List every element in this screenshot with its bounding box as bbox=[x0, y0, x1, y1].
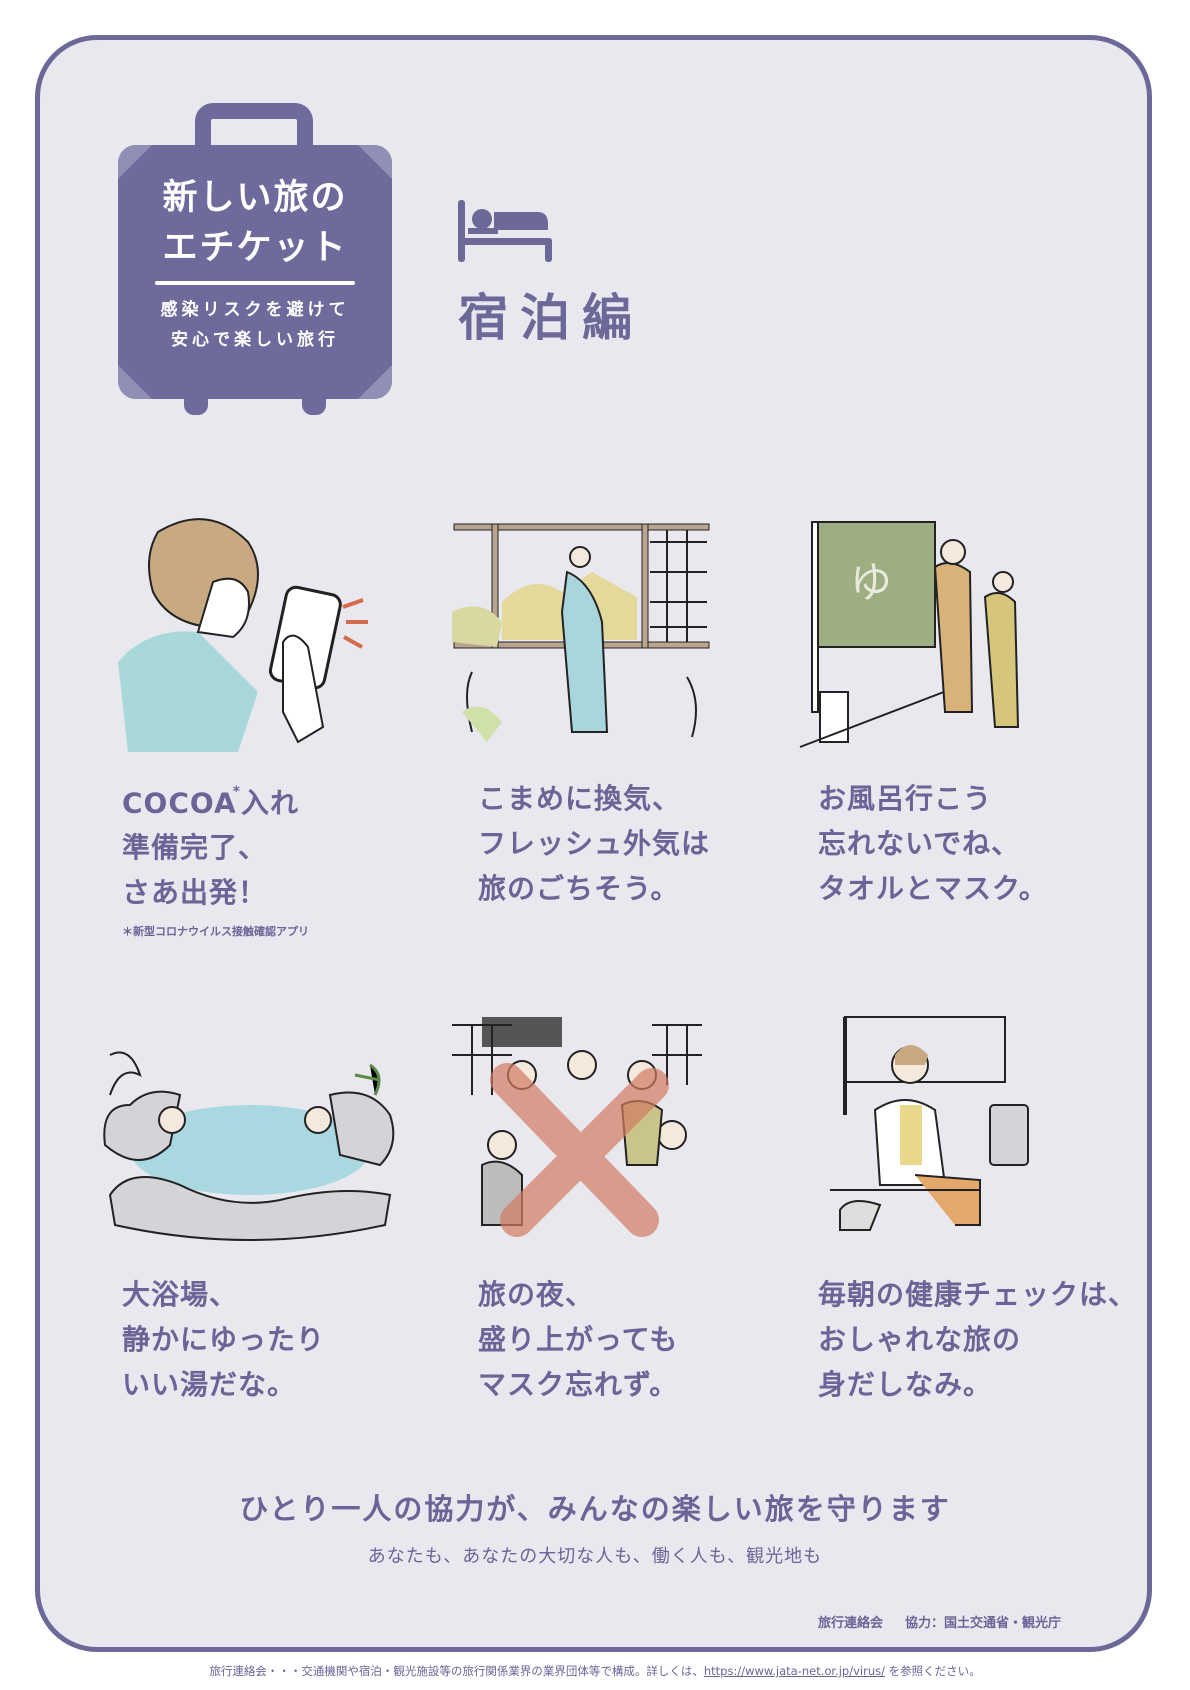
tip-caption-health-check: 毎朝の健康チェックは、 おしゃれな旅の 身だしなみ。 bbox=[818, 1278, 1138, 1401]
badge-subtitle: 感染リスクを避けて 安心で楽しい旅行 bbox=[160, 300, 350, 350]
credit-org: 旅行連絡会 bbox=[818, 1616, 884, 1631]
tip-caption-ventilation: こまめに換気、 フレッシュ外気は 旅のごちそう。 bbox=[478, 782, 711, 905]
bed-icon bbox=[458, 200, 552, 262]
svg-text:ゆ: ゆ bbox=[850, 558, 892, 607]
tip-caption-cocoa: COCOA*入れ 準備完了、 さあ出発！ bbox=[122, 784, 299, 910]
badge-divider bbox=[155, 281, 355, 285]
footnote: ＊新型コロナウイルス接触確認アプリ bbox=[122, 925, 309, 938]
section-title: 宿泊編 bbox=[458, 289, 644, 347]
tip-caption-public-bath: 大浴場、 静かにゆったり いい湯だな。 bbox=[122, 1278, 326, 1401]
suitcase-wheel bbox=[302, 399, 326, 415]
suitcase-handle bbox=[195, 103, 313, 155]
suitcase-body: 新しい旅の エチケット 感染リスクを避けて 安心で楽しい旅行 bbox=[118, 145, 392, 399]
slogan-subtitle: あなたも、あなたの大切な人も、働く人も、観光地も bbox=[367, 1546, 823, 1567]
badge-title: 新しい旅の エチケット bbox=[162, 178, 348, 268]
illustration-party-with-x bbox=[452, 1017, 702, 1237]
illustration-bath-curtain: ゆ bbox=[799, 521, 1020, 748]
tip-caption-bath: お風呂行こう 忘れないでね、 タオルとマスク。 bbox=[818, 782, 1048, 905]
slogan: ひとり一人の協力が、みんなの楽しい旅を守ります bbox=[239, 1492, 951, 1526]
illustration-smartphone bbox=[118, 518, 368, 752]
bottom-note: 旅行連絡会・・・交通機関や宿泊・観光施設等の旅行関係業界の業界団体等で構成。詳し… bbox=[209, 1664, 981, 1678]
jata-link[interactable]: https://www.jata-net.or.jp/virus/ bbox=[703, 1664, 885, 1678]
illustration-window-ventilation bbox=[452, 523, 710, 742]
credit-cooperation: 協力：国土交通省・観光庁 bbox=[905, 1616, 1062, 1631]
suitcase-wheel bbox=[184, 399, 208, 415]
illustration-temperature-check bbox=[830, 1016, 1029, 1231]
illustration-hot-spring bbox=[103, 1051, 395, 1241]
credit: 旅行連絡会 協力：国土交通省・観光庁 bbox=[818, 1612, 1061, 1631]
suitcase-badge: 新しい旅の エチケット 感染リスクを避けて 安心で楽しい旅行 bbox=[118, 103, 392, 418]
tip-caption-party: 旅の夜、 盛り上がっても マスク忘れず。 bbox=[478, 1278, 679, 1401]
